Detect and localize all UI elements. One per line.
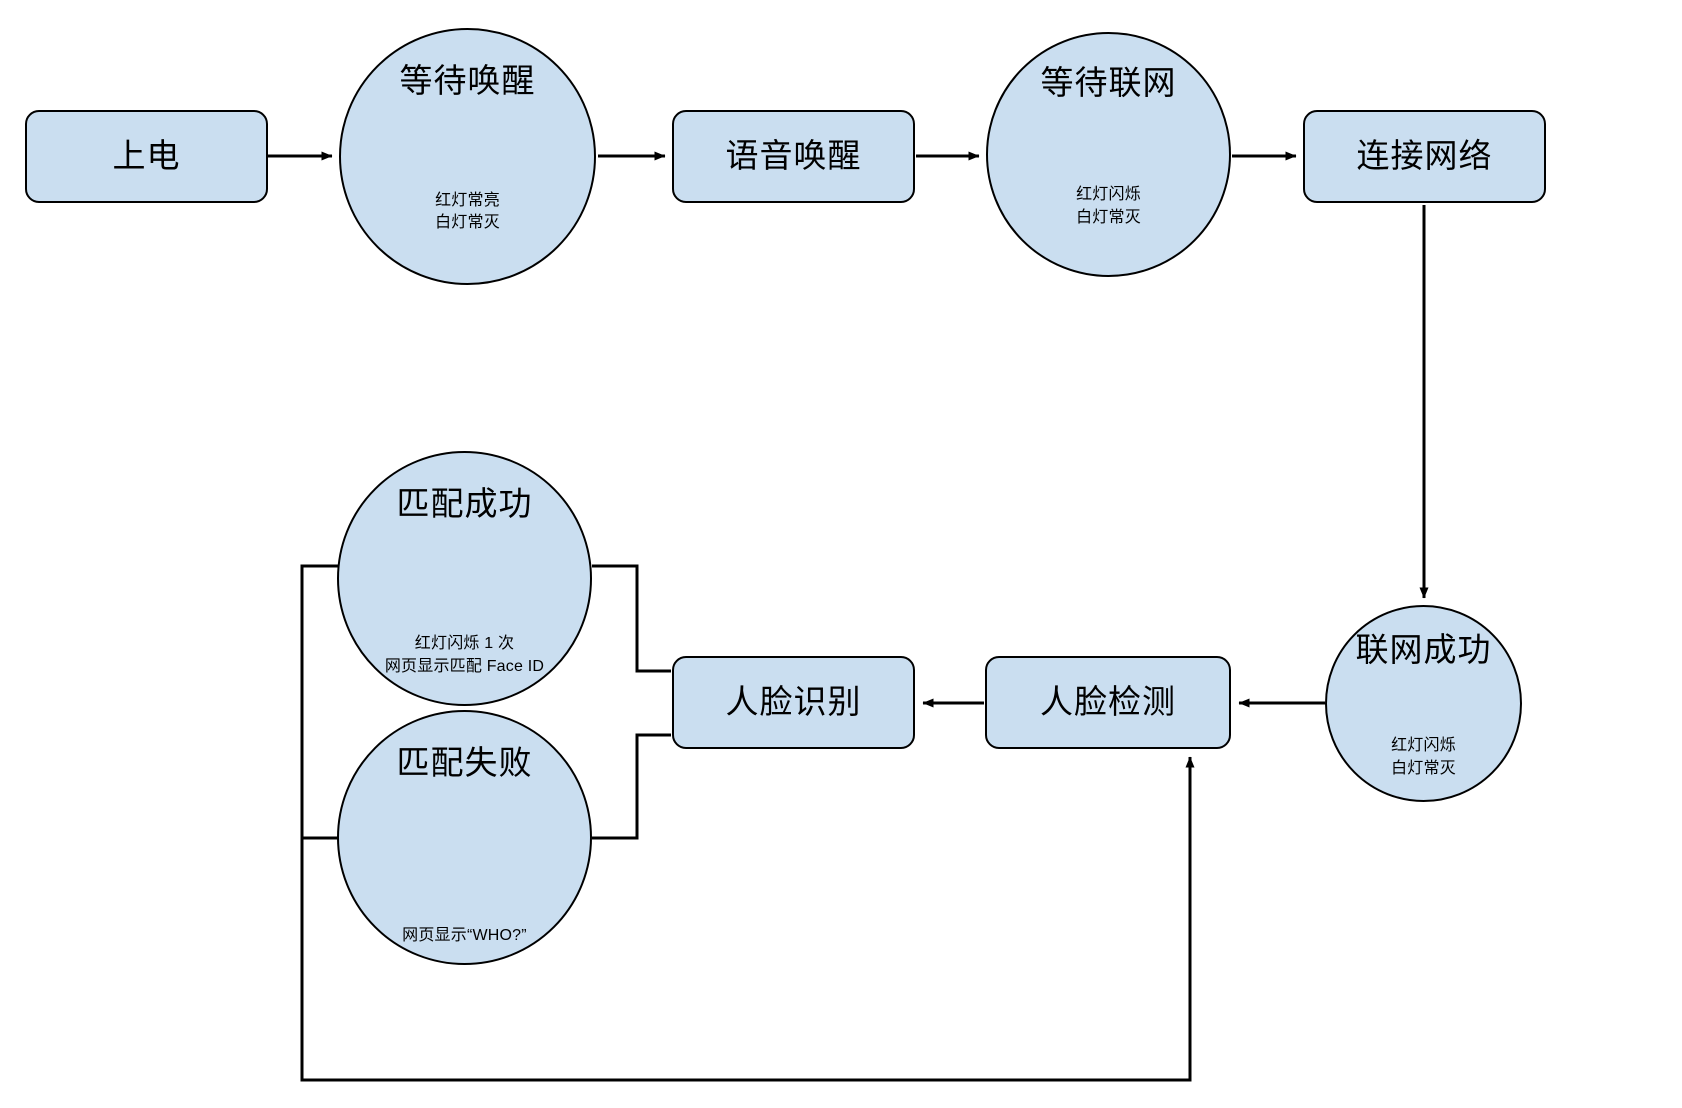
edge-face-recognize-bus bbox=[592, 564, 671, 673]
node-face-detect[interactable]: 人脸检测 bbox=[985, 656, 1231, 749]
node-wait-wakeup[interactable]: 等待唤醒 红灯常亮 白灯常灭 bbox=[339, 28, 596, 285]
node-voice-wakeup-title: 语音唤醒 bbox=[725, 137, 862, 175]
node-wait-network-title: 等待联网 bbox=[1040, 64, 1177, 102]
node-connect-network-title: 连接网络 bbox=[1356, 137, 1493, 175]
node-wait-network[interactable]: 等待联网 红灯闪烁 白灯常灭 bbox=[986, 32, 1231, 277]
node-network-success[interactable]: 联网成功 红灯闪烁 白灯常灭 bbox=[1325, 605, 1522, 802]
edge-face-recognize-bus-lower bbox=[592, 733, 671, 840]
node-match-fail-sub: 网页显示“WHO?” bbox=[402, 927, 527, 945]
node-connect-network[interactable]: 连接网络 bbox=[1303, 110, 1546, 203]
node-power-on-title: 上电 bbox=[112, 137, 181, 175]
node-match-success-sub: 红灯闪烁 1 次 网页显示匹配 Face ID bbox=[384, 635, 545, 676]
node-match-fail[interactable]: 匹配失败 网页显示“WHO?” bbox=[337, 710, 592, 965]
node-face-detect-title: 人脸检测 bbox=[1040, 683, 1176, 721]
node-face-recognize-title: 人脸识别 bbox=[725, 683, 862, 721]
node-power-on[interactable]: 上电 bbox=[25, 110, 268, 203]
node-match-fail-title: 匹配失败 bbox=[396, 743, 533, 781]
node-network-success-title: 联网成功 bbox=[1355, 631, 1492, 669]
node-wait-wakeup-sub: 红灯常亮 白灯常灭 bbox=[435, 191, 500, 232]
node-wait-network-sub: 红灯闪烁 白灯常灭 bbox=[1076, 185, 1141, 226]
edge-match-fail-loop bbox=[300, 756, 1195, 1082]
node-voice-wakeup[interactable]: 语音唤醒 bbox=[672, 110, 915, 203]
node-match-success-title: 匹配成功 bbox=[396, 484, 533, 522]
edge-match-success-left bbox=[300, 564, 338, 838]
node-network-success-sub: 红灯闪烁 白灯常灭 bbox=[1391, 737, 1456, 777]
node-match-success[interactable]: 匹配成功 红灯闪烁 1 次 网页显示匹配 Face ID bbox=[337, 451, 592, 706]
node-face-recognize[interactable]: 人脸识别 bbox=[672, 656, 915, 749]
node-wait-wakeup-title: 等待唤醒 bbox=[399, 61, 536, 99]
